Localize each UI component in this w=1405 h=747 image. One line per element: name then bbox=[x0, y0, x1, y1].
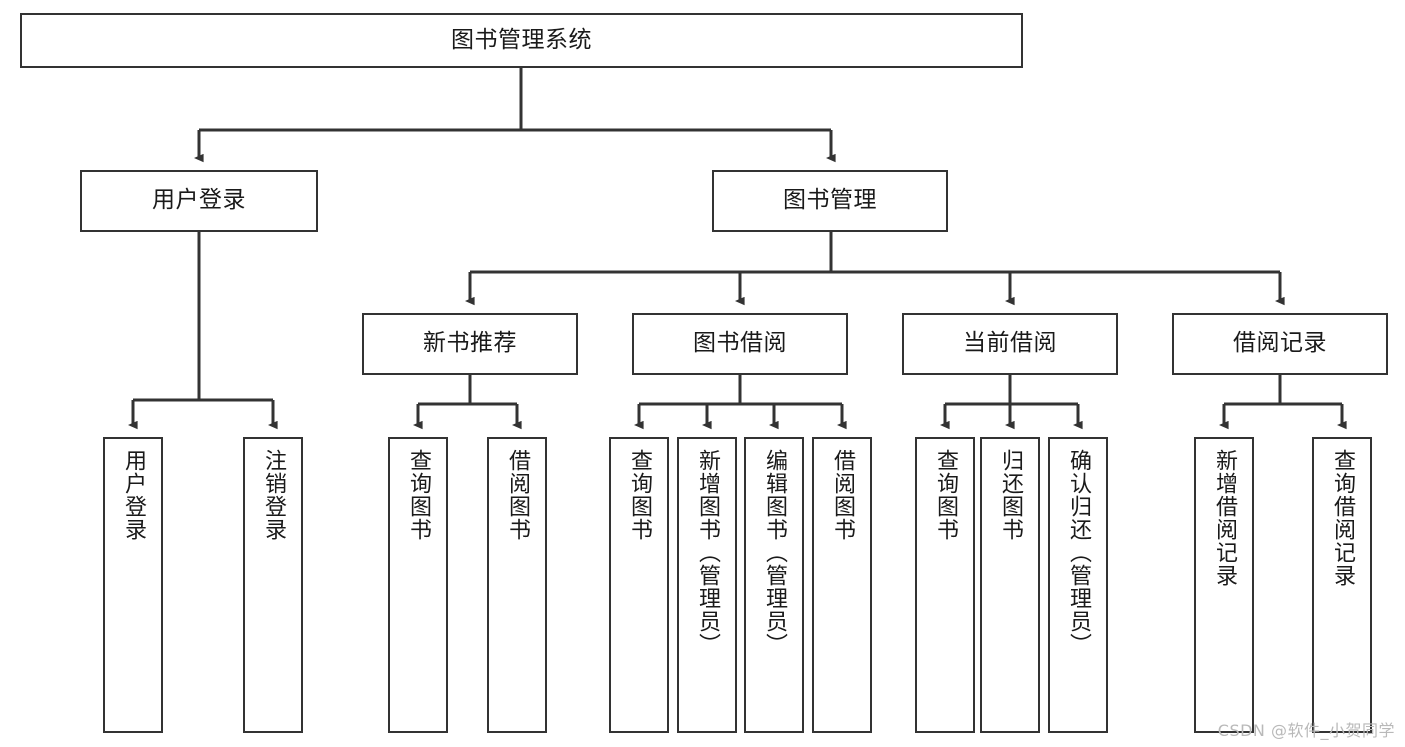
leaf-current-query-book[interactable]: 查询图书 bbox=[915, 437, 975, 733]
node-label: 新书推荐 bbox=[423, 330, 517, 357]
csdn-watermark: CSDN @软件_小贺同学 bbox=[1217, 721, 1395, 740]
node-label: 编辑图书（管理员） bbox=[761, 449, 787, 656]
node-label: 查询图书 bbox=[932, 449, 958, 541]
node-label: 图书管理 bbox=[783, 187, 877, 214]
leaf-borrow-borrow-book[interactable]: 借阅图书 bbox=[812, 437, 872, 733]
leaf-borrow-query-book[interactable]: 查询图书 bbox=[609, 437, 669, 733]
node-new-book-recommend[interactable]: 新书推荐 bbox=[362, 313, 578, 375]
leaf-records-query-record[interactable]: 查询借阅记录 bbox=[1312, 437, 1372, 733]
node-label: 借阅记录 bbox=[1233, 330, 1327, 357]
node-label: 新增图书（管理员） bbox=[694, 449, 720, 656]
node-borrow-records[interactable]: 借阅记录 bbox=[1172, 313, 1388, 375]
node-label: 图书借阅 bbox=[693, 330, 787, 357]
leaf-new-books-query-book[interactable]: 查询图书 bbox=[388, 437, 448, 733]
leaf-borrow-edit-book-admin[interactable]: 编辑图书（管理员） bbox=[744, 437, 804, 733]
node-label: 查询图书 bbox=[405, 449, 431, 541]
node-label: 用户登录 bbox=[120, 449, 146, 541]
leaf-new-books-borrow-book[interactable]: 借阅图书 bbox=[487, 437, 547, 733]
node-label: 确认归还（管理员） bbox=[1065, 449, 1091, 656]
leaf-current-confirm-return-admin[interactable]: 确认归还（管理员） bbox=[1048, 437, 1108, 733]
node-book-management[interactable]: 图书管理 bbox=[712, 170, 948, 232]
node-label: 查询图书 bbox=[626, 449, 652, 541]
node-current-borrow[interactable]: 当前借阅 bbox=[902, 313, 1118, 375]
node-label: 借阅图书 bbox=[504, 449, 530, 541]
leaf-logout[interactable]: 注销登录 bbox=[243, 437, 303, 733]
node-label: 图书管理系统 bbox=[451, 26, 592, 53]
node-label: 新增借阅记录 bbox=[1211, 449, 1237, 587]
node-label: 查询借阅记录 bbox=[1329, 449, 1355, 587]
leaf-records-add-record[interactable]: 新增借阅记录 bbox=[1194, 437, 1254, 733]
leaf-borrow-add-book-admin[interactable]: 新增图书（管理员） bbox=[677, 437, 737, 733]
node-book-borrow[interactable]: 图书借阅 bbox=[632, 313, 848, 375]
node-label: 用户登录 bbox=[152, 187, 246, 214]
node-label: 借阅图书 bbox=[829, 449, 855, 541]
node-label: 归还图书 bbox=[997, 449, 1023, 541]
node-label: 当前借阅 bbox=[963, 330, 1057, 357]
leaf-user-login[interactable]: 用户登录 bbox=[103, 437, 163, 733]
node-user-login[interactable]: 用户登录 bbox=[80, 170, 318, 232]
node-label: 注销登录 bbox=[260, 449, 286, 541]
node-root-system[interactable]: 图书管理系统 bbox=[20, 13, 1023, 68]
leaf-current-return-book[interactable]: 归还图书 bbox=[980, 437, 1040, 733]
